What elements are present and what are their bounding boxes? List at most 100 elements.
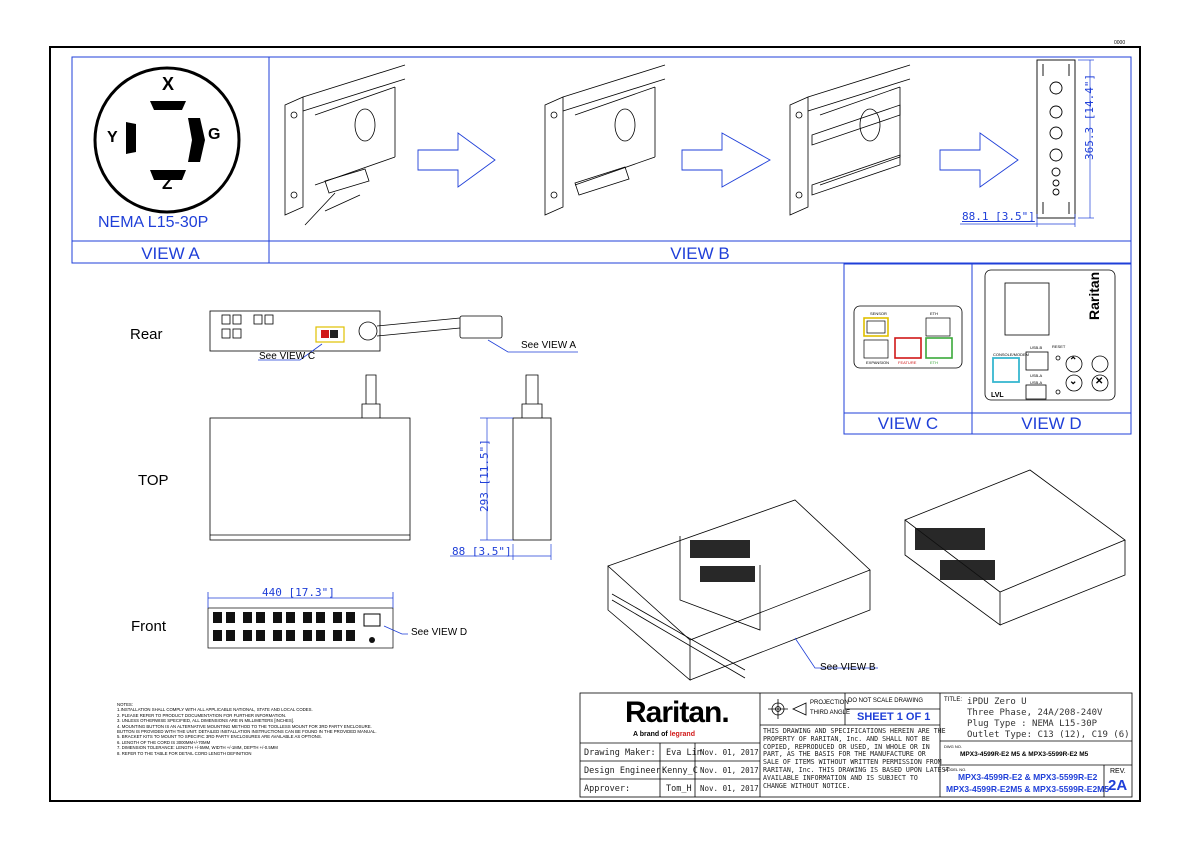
view-d-panel: [984, 269, 1116, 401]
usb-a1-label: USB-A: [1030, 373, 1043, 378]
rear-red-port: [321, 330, 329, 338]
view-c-panel: [853, 305, 963, 369]
projection-symbol: [768, 699, 807, 719]
notes-heading: NOTES:: [117, 702, 133, 707]
view-frames: [71, 56, 1132, 435]
note-line: 8. REFER TO THE TABLE FOR DETAIL CORD LE…: [117, 750, 252, 756]
top-label: TOP: [138, 472, 169, 489]
view-a-label: VIEW A: [141, 244, 200, 263]
disclaimer-line: COPIED, REPRODUCED OR USED, IN WHOLE OR …: [763, 742, 930, 751]
maker-date: Nov. 01, 2017: [700, 748, 759, 757]
pin-x-label: X: [162, 74, 175, 94]
note-line: 7. DIMENSION TOLERANCE: LENGTH +/-5MM, W…: [117, 745, 278, 751]
approver-role: Approver:: [584, 784, 631, 794]
maker-name: Eva Lin: [666, 748, 702, 758]
port-eth-label: ETH: [930, 311, 938, 316]
isometric-large: [607, 499, 871, 681]
approver-date: Nov. 01, 2017: [700, 784, 759, 793]
cancel-button-icon[interactable]: ✕: [1095, 376, 1104, 387]
sheet-number: SHEET 1 OF 1: [857, 711, 931, 723]
pin-z-label: Z: [162, 174, 173, 193]
usb-b-label: USB-B: [1030, 345, 1043, 350]
rack-width-dim: 88.1 [3.5"]: [962, 210, 1035, 223]
disclaimer-line: PART, AS THE BASIS FOR THE MANUFACTURE O…: [763, 750, 926, 759]
up-button-icon[interactable]: ⌃: [1069, 356, 1078, 367]
pin-g-label: G: [208, 126, 221, 143]
iso-small-outlets: [915, 528, 995, 580]
iso-leader: [794, 637, 878, 669]
engineer-date: Nov. 01, 2017: [700, 766, 759, 775]
note-line: 4. MOUNTING BUTTON IS AN ALTERNATIVE MOU…: [117, 723, 372, 729]
disclaimer-line: RARITAN, Inc. THIS DRAWING IS BASED UPON…: [763, 765, 950, 774]
sheet-tag: 0000: [1114, 40, 1126, 46]
model-line-1: MPX3-4599R-E2 & MPX3-5599R-E2: [958, 772, 1098, 782]
rear-view-drawing: [209, 310, 503, 352]
title-line: iPDU Zero U: [967, 697, 1027, 707]
no-scale-note: DO NOT SCALE DRAWING: [848, 698, 924, 704]
iso-large-outlets: [690, 540, 755, 582]
rear-black-port: [330, 330, 338, 338]
title-block-grid: [579, 692, 1133, 798]
see-view-d: See VIEW D: [411, 627, 468, 638]
side-view-drawing: [512, 374, 552, 541]
port-feature-label: FEATURE: [898, 360, 917, 365]
title-line: Three Phase, 24A/208-240V: [967, 708, 1103, 718]
model-label: MODEL NO.: [944, 767, 967, 772]
rev-value: 2A: [1108, 777, 1128, 794]
port-eth2-label: ETH: [930, 360, 938, 365]
note-line: BUTTON IS PROVIDED WITH THE UNIT. DETAIL…: [117, 729, 377, 735]
see-view-a: See VIEW A: [521, 340, 577, 351]
engineer-role: Design Engineer:: [584, 766, 666, 776]
note-line: 3. UNLESS OTHERWISE SPECIFIED, ALL DIMEN…: [117, 718, 295, 724]
view-d-cyan-port: [992, 357, 1020, 383]
reset-label: RESET: [1052, 344, 1066, 349]
outer-border: [49, 46, 1141, 802]
drawing-title: iPDU Zero U Three Phase, 24A/208-240V Pl…: [967, 697, 1130, 741]
view-d-brand: Raritan: [1086, 271, 1102, 320]
usb-a2-label: USB-A: [1030, 380, 1043, 385]
note-line: 5. BRACKET KITS TO MOUNT TO SPECIFIC 3RD…: [117, 734, 322, 740]
side-dimension-lines: [450, 417, 552, 560]
port-sensor-label: SENSOR: [870, 311, 887, 316]
down-button-icon[interactable]: ⌄: [1069, 376, 1078, 387]
engineer-name: Kenny_C: [662, 766, 698, 776]
maker-role: Drawing Maker:: [584, 748, 656, 758]
view-c-label: VIEW C: [877, 414, 939, 433]
dwg-number: MPX3-4599R-E2 M5 & MPX3-5599R-E2 M5: [960, 751, 1089, 758]
front-view-drawing: [207, 607, 394, 649]
view-d-label: VIEW D: [1021, 414, 1082, 433]
zero-u-pdu-vertical: [1036, 59, 1076, 219]
see-view-b: See VIEW B: [820, 662, 876, 673]
dwg-label: DWG NO.: [944, 744, 962, 749]
front-width-dim: 440 [17.3"]: [262, 586, 335, 599]
rack-height-dim: 365.3 [14.4"]: [1083, 73, 1096, 160]
model-line-2: MPX3-4599R-E2M5 & MPX3-5599R-E2M5: [946, 784, 1109, 794]
disclaimer-line: THIS DRAWING AND SPECIFICATIONS HEREIN A…: [763, 727, 946, 735]
title-line: Plug Type : NEMA L15-30P: [967, 719, 1098, 729]
port-expansion-label: EXPANSION: [866, 360, 890, 365]
top-view-drawing: [209, 374, 411, 541]
rear-leaders: [258, 339, 578, 361]
raritan-logo: Raritan.: [625, 696, 730, 729]
disclaimer: THIS DRAWING AND SPECIFICATIONS HEREIN A…: [763, 727, 950, 790]
pin-y-label: Y: [107, 129, 118, 146]
console-label: CONSOLE/MODEM: [993, 352, 1030, 357]
plug-name: NEMA L15-30P: [98, 214, 209, 231]
rear-label: Rear: [130, 326, 163, 343]
front-dims: [207, 592, 408, 635]
view-b-brackets: [284, 64, 911, 226]
notes: NOTES: 1.INSTALLATION SHALL COMPLY WITH …: [117, 702, 377, 756]
title-line: Outlet Type: C13 (12), C19 (6): [967, 730, 1130, 740]
disclaimer-line: PROPERTY OF RARITAN, Inc. AND SHALL NOT …: [763, 734, 930, 743]
projection-line2: THIRD ANGLE: [810, 710, 851, 716]
note-line: 2. PLEASE REFER TO PRODUCT DOCUMENTATION…: [117, 712, 287, 718]
front-outlets: [213, 612, 381, 643]
see-view-c: See VIEW C: [259, 351, 316, 362]
nema-plug-drawing: [93, 66, 241, 214]
side-width-dim: 88 [3.5"]: [452, 545, 512, 558]
brand-tagline: A brand of legrand: [633, 731, 695, 738]
projection-line1: PROJECTION: [810, 700, 849, 706]
cert-mark: LVL: [991, 392, 1004, 399]
view-b-label: VIEW B: [670, 244, 730, 263]
